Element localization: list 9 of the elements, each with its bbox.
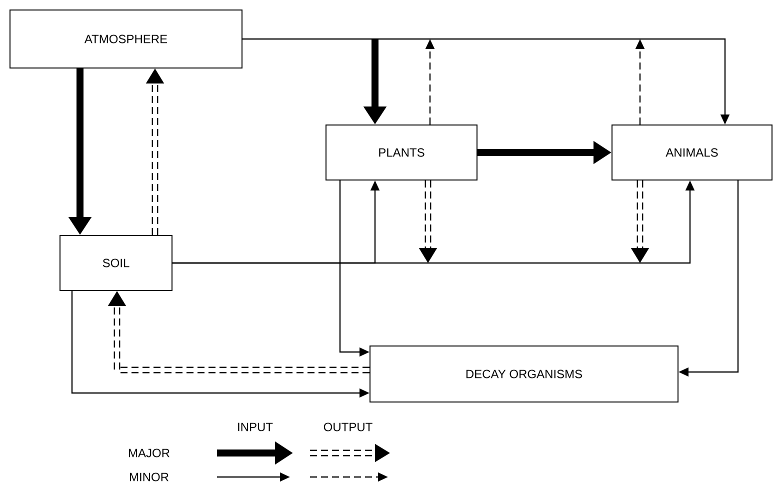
compartment-box: DECAY ORGANISMS bbox=[370, 346, 678, 402]
compartment-box: ATMOSPHERE bbox=[10, 10, 242, 68]
compartment-box: PLANTS bbox=[326, 124, 478, 180]
compartment-box: SOIL bbox=[60, 235, 172, 291]
column-heading: INPUT bbox=[238, 422, 273, 432]
row-label: MAJOR bbox=[129, 448, 170, 458]
column-heading: OUTPUT bbox=[324, 422, 372, 432]
row-label: MINOR bbox=[130, 472, 168, 482]
compartment-box: ANIMALS bbox=[612, 124, 772, 180]
